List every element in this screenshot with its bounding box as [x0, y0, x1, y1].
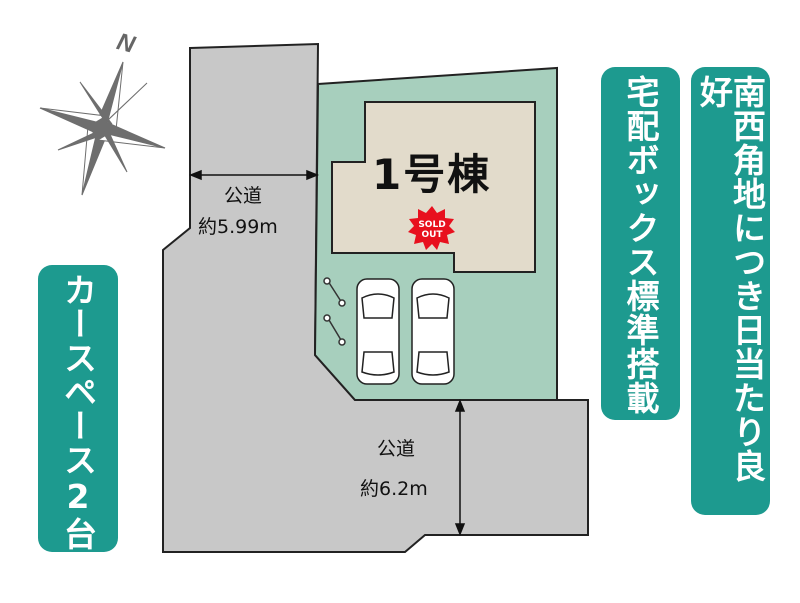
south-road-label: 公道 [377, 438, 416, 460]
sold-out-badge: SOLD OUT [418, 220, 446, 240]
house-label: 1号棟 [372, 150, 492, 199]
parking-feature-badge: カースペース2台 [38, 265, 118, 552]
house-footprint [331, 101, 536, 273]
west-road-width: 約5.99m [198, 216, 278, 238]
car-icon [411, 278, 455, 385]
sold-out-badge-icon [408, 206, 455, 250]
west-road-label: 公道 [224, 185, 263, 207]
sunlight-feature-badge: 南西角地につき日当たり良好 [691, 67, 770, 515]
south-road-width: 約6.2m [360, 478, 428, 500]
delivery-box-feature-badge: 宅配ボックス標準搭載 [601, 67, 680, 420]
car-icon [356, 278, 400, 385]
bicycle-icon [323, 277, 346, 346]
south-road-width-arrow [454, 398, 466, 537]
west-road-width-arrow [188, 169, 320, 181]
compass-rose-icon [39, 61, 166, 196]
